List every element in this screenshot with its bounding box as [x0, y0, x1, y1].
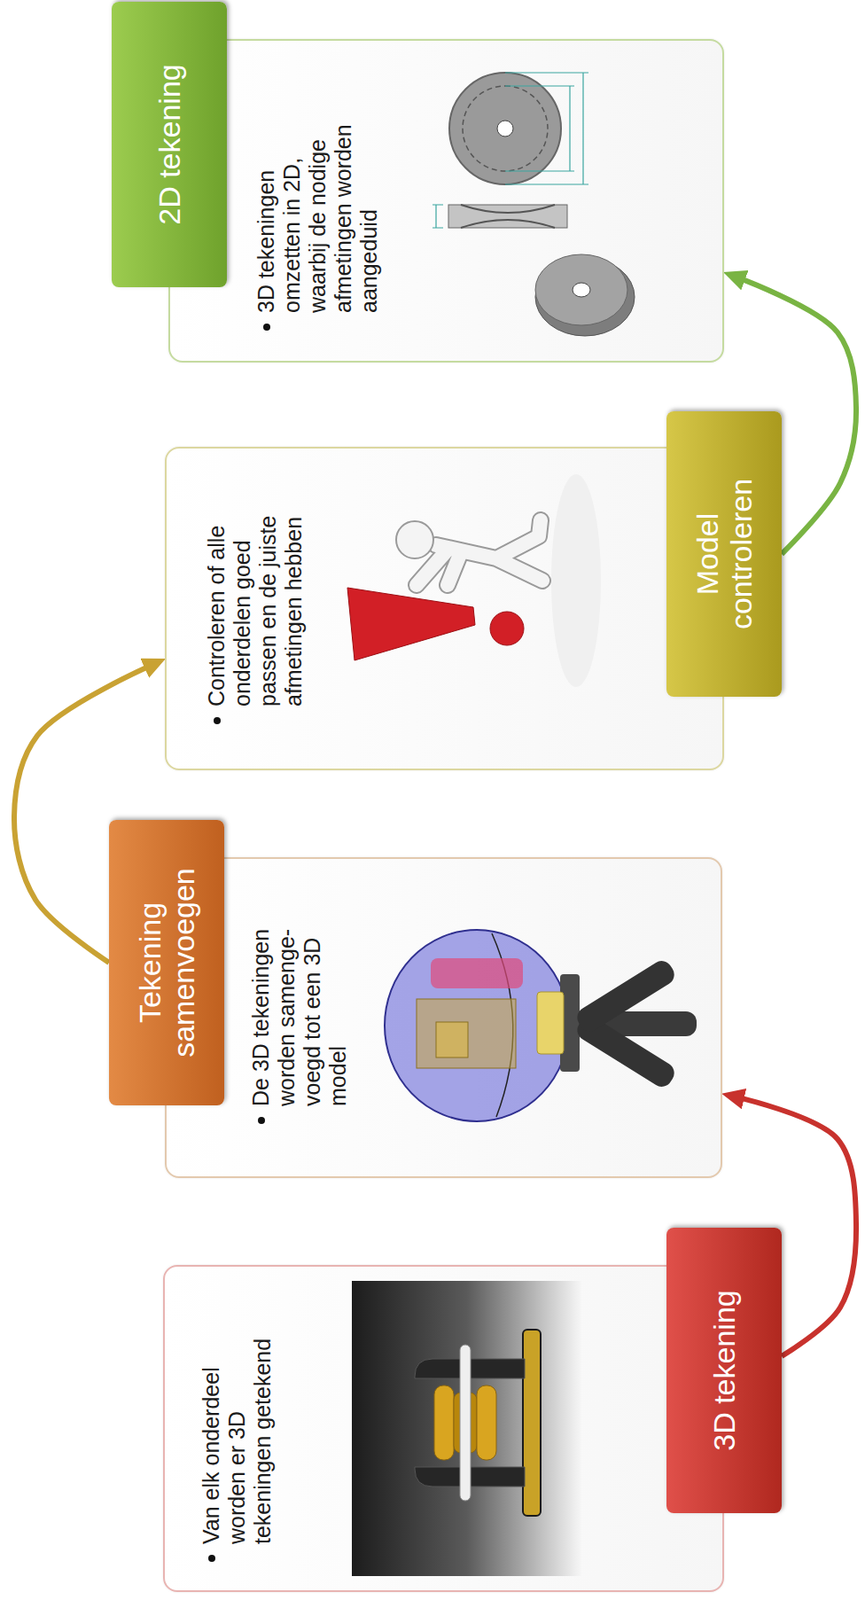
pulley-drawing — [497, 120, 514, 137]
pulley-drawing — [462, 85, 548, 172]
assembly-render — [384, 929, 697, 1122]
bullet-item: 3D tekeningen omzetten in 2D, waarbij de… — [253, 101, 382, 335]
step-panel: 3D tekeningVan elk onderdeel worden er 3… — [163, 1264, 725, 1592]
step-panel: 2D tekening3D tekeningen omzetten in 2D,… — [168, 38, 725, 363]
assembly-render — [430, 958, 523, 989]
warning-figure — [490, 611, 524, 646]
warning-figure — [347, 474, 601, 687]
panel-grounds — [168, 38, 725, 363]
bracket-render — [522, 1329, 541, 1516]
assembly-render — [384, 929, 569, 1122]
bullet-dot — [263, 323, 271, 331]
bullet-dot — [257, 1116, 265, 1124]
step-title: 3D tekening — [707, 1289, 741, 1450]
step-title: 2D tekening — [152, 63, 187, 225]
bracket-render — [351, 1280, 582, 1576]
step-panel: Model controlerenControleren of alle ond… — [164, 446, 725, 771]
step-title: Tekening samenvoegen — [132, 851, 201, 1074]
step-panel: Tekening samenvoegenDe 3D tekeningen wor… — [164, 857, 723, 1178]
warning-figure — [347, 587, 476, 661]
step-description: 3D tekeningen omzetten in 2D, waarbij de… — [253, 101, 382, 313]
bullet-item: De 3D tekeningen worden samenge- voegd t… — [248, 895, 351, 1128]
bullet-dot — [208, 1554, 216, 1562]
bullet-dot — [213, 716, 221, 725]
assembly-render — [416, 998, 516, 1068]
panel-grounds — [163, 1264, 725, 1592]
assembly-render — [537, 991, 564, 1054]
bullet-item: Van elk onderdeel worden er 3D tekeninge… — [198, 1308, 276, 1566]
step-tab: Model controleren — [666, 411, 782, 697]
pulley-drawing — [432, 72, 635, 336]
step-description: Van elk onderdeel worden er 3D tekeninge… — [198, 1308, 276, 1544]
step-description: Controleren of alle onderdelen goed pass… — [203, 483, 307, 707]
pulley-drawing — [448, 204, 568, 228]
panel-grounds — [163, 38, 725, 1592]
step-tab: 3D tekening — [666, 1227, 782, 1513]
warning-figure — [551, 474, 601, 687]
warning-figure — [416, 520, 543, 585]
bracket-render — [351, 1280, 582, 1576]
step-description: De 3D tekeningen worden samenge- voegd t… — [248, 895, 351, 1107]
step-tab: Tekening samenvoegen — [109, 819, 225, 1106]
step-title: Model controleren — [690, 443, 758, 665]
assembly-render — [436, 1021, 468, 1058]
bracket-render — [459, 1344, 471, 1501]
pulley-drawing — [449, 72, 562, 185]
bracket-render — [434, 1385, 454, 1460]
warning-figure — [416, 520, 543, 585]
pulley-drawing — [535, 254, 628, 326]
step-tab: 2D tekening — [111, 1, 227, 288]
warning-figure — [396, 521, 434, 559]
panel-grounds — [164, 857, 723, 1178]
pulley-drawing — [572, 282, 591, 297]
bullet-item: Controleren of alle onderdelen goed pass… — [203, 483, 307, 728]
pulley-drawing — [460, 204, 555, 228]
bracket-render — [476, 1385, 497, 1460]
pulley-drawing — [505, 72, 589, 185]
panel-grounds — [164, 446, 725, 771]
assembly-render — [573, 957, 678, 1036]
pulley-drawing — [432, 204, 444, 228]
